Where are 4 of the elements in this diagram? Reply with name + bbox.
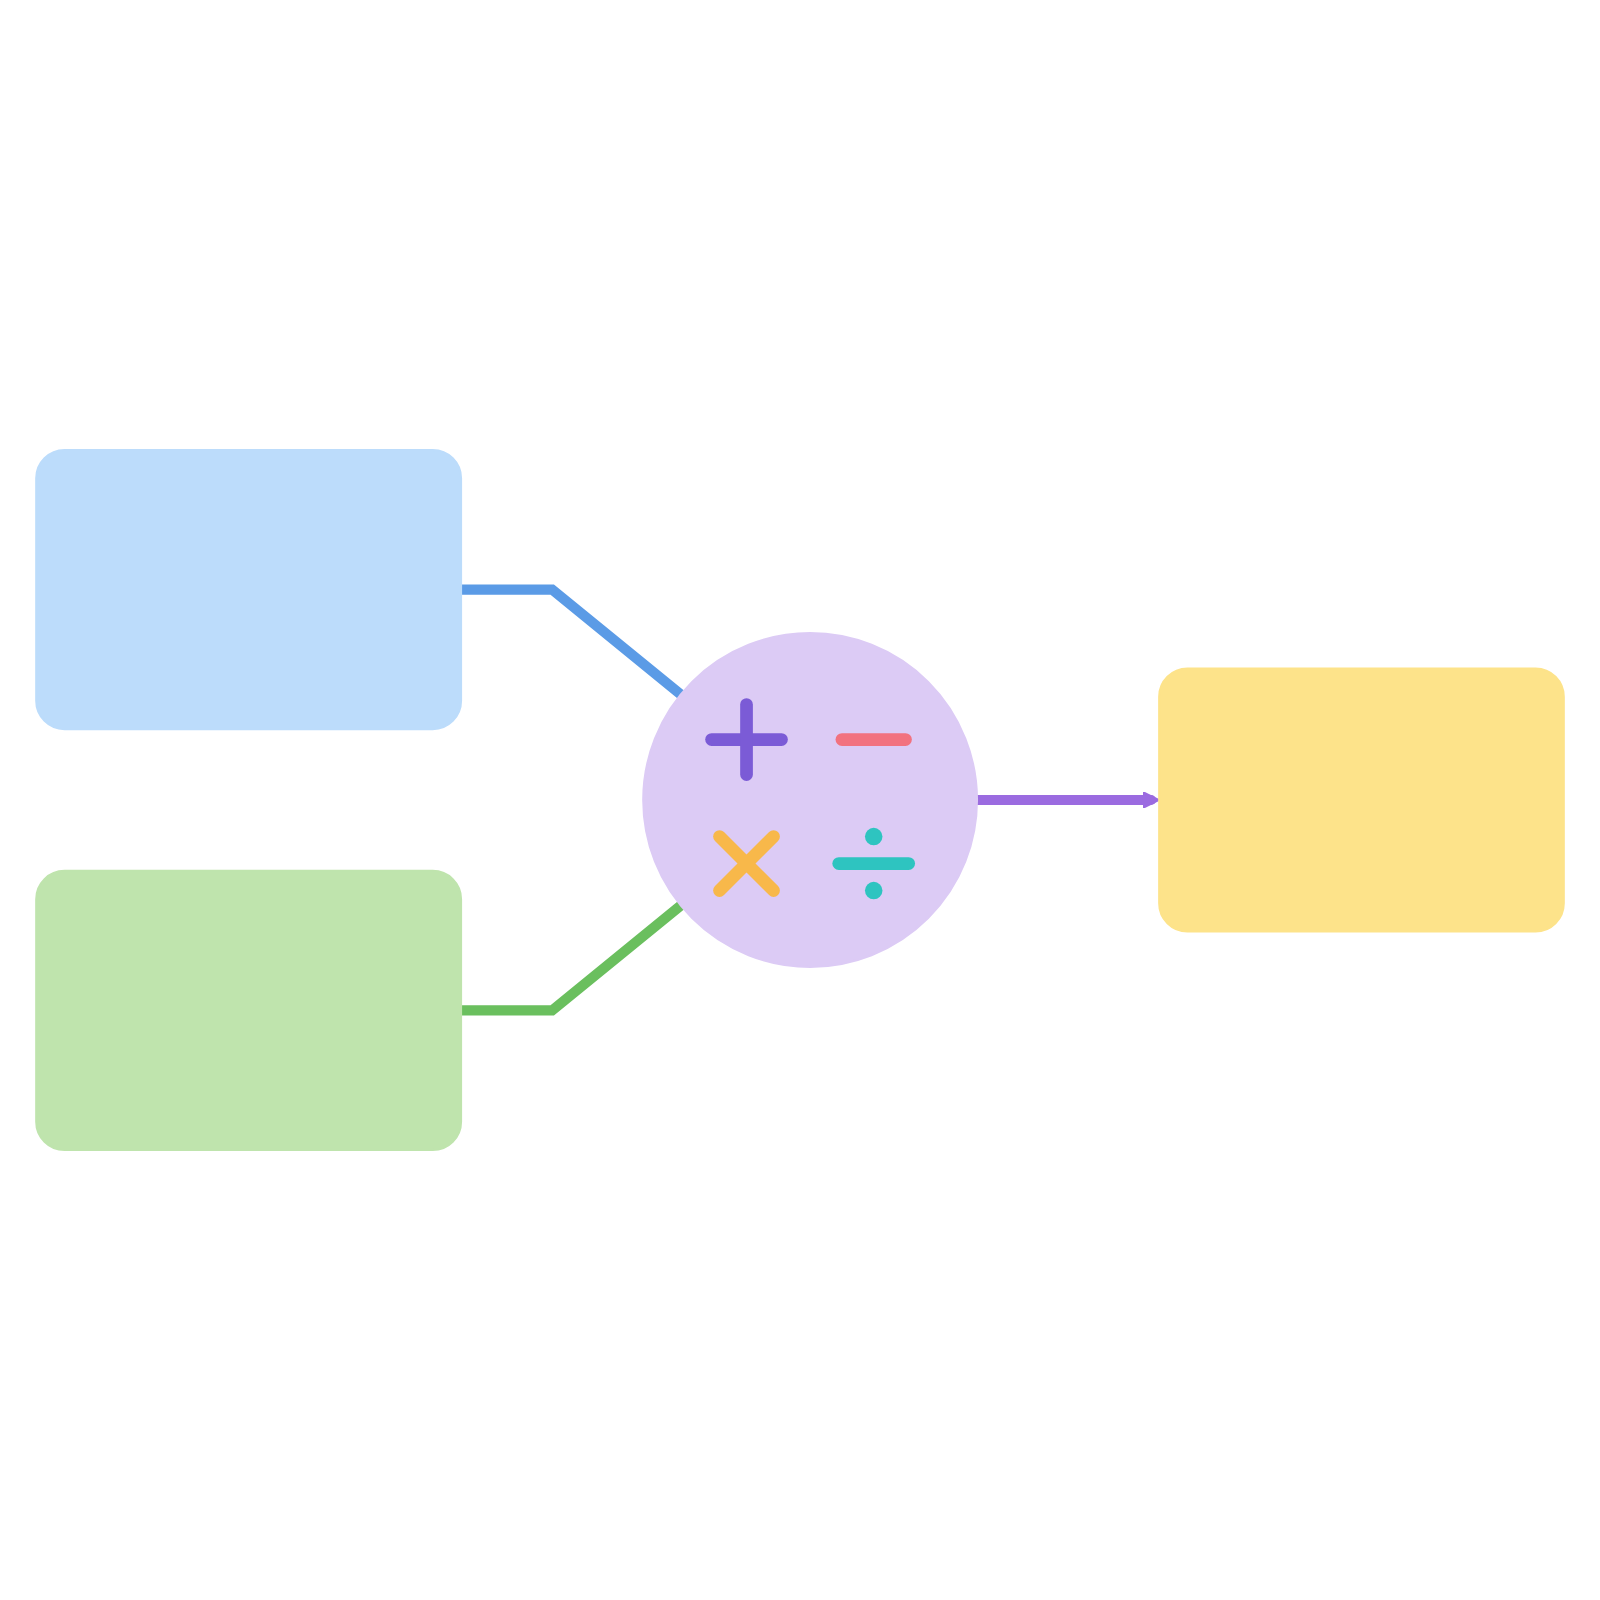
rounded-box [35, 869, 463, 1152]
rounded-box [1158, 667, 1565, 933]
operations-circle [642, 632, 979, 968]
rounded-box [35, 448, 463, 731]
